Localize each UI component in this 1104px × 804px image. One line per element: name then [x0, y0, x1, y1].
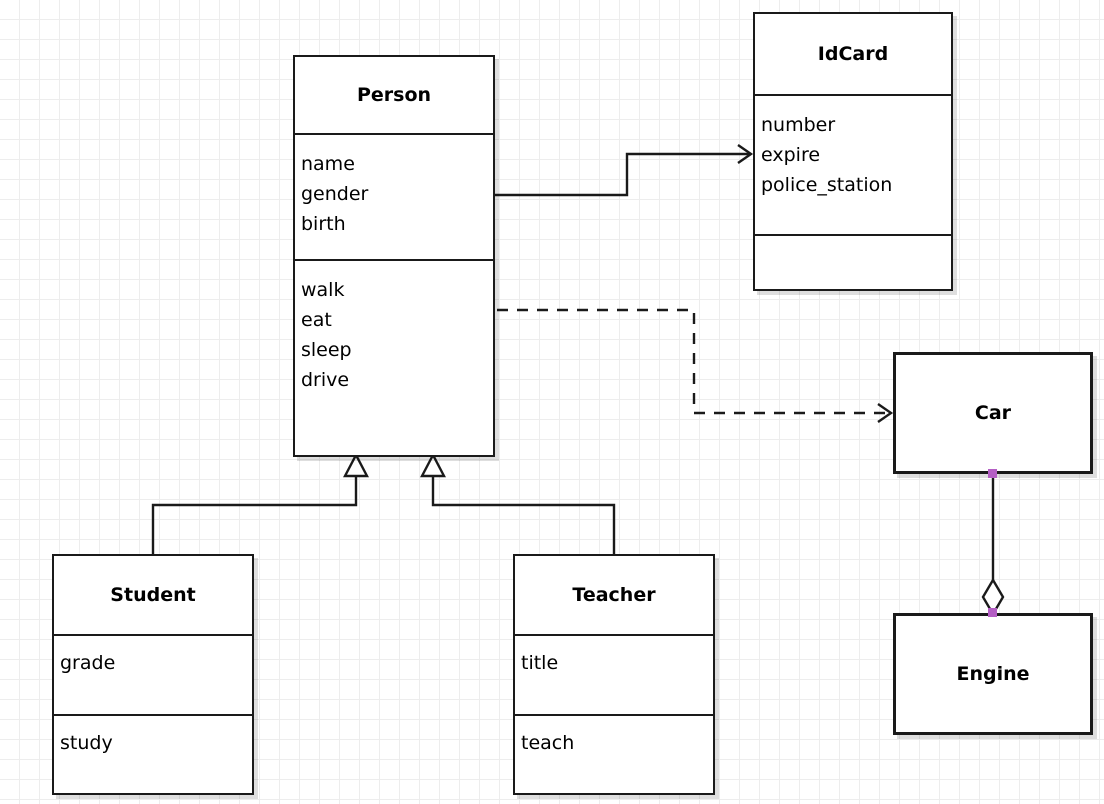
- attribute-item: police_station: [761, 174, 893, 196]
- open-arrowhead-icon: [877, 403, 894, 423]
- attribute-item: title: [521, 652, 559, 674]
- edge-person-car[interactable]: [497, 308, 894, 423]
- operations-compartment-idcard: [755, 234, 951, 277]
- attributes-compartment-teacher: title: [515, 634, 713, 714]
- uml-class-engine[interactable]: Engine: [893, 613, 1093, 735]
- attribute-item: expire: [761, 144, 821, 166]
- attributes-compartment-person: name gender birth: [295, 133, 493, 259]
- operation-item: drive: [301, 369, 350, 391]
- class-title-car: Car: [974, 402, 1012, 424]
- class-title-person: Person: [356, 84, 432, 106]
- edge-teacher-person[interactable]: [420, 452, 616, 554]
- uml-class-idcard[interactable]: IdCard number expire police_station: [753, 12, 953, 291]
- class-title-student: Student: [110, 584, 196, 606]
- uml-class-person[interactable]: Person name gender birth walk eat sleep …: [293, 55, 495, 457]
- class-title-teacher: Teacher: [572, 584, 656, 606]
- attributes-compartment-student: grade: [54, 634, 252, 714]
- operation-item: walk: [301, 279, 345, 301]
- edge-student-person[interactable]: [151, 452, 369, 554]
- attribute-item: name: [301, 153, 355, 175]
- attribute-item: birth: [301, 213, 346, 235]
- operations-compartment-teacher: teach: [515, 714, 713, 795]
- connection-handle-car-bottom[interactable]: [988, 469, 997, 478]
- operation-item: study: [60, 732, 113, 754]
- connection-handle-engine-top[interactable]: [988, 608, 997, 617]
- operation-item: sleep: [301, 339, 352, 361]
- attribute-item: number: [761, 114, 836, 136]
- operation-item: teach: [521, 732, 575, 754]
- class-title-idcard: IdCard: [817, 43, 889, 65]
- attributes-compartment-idcard: number expire police_station: [755, 94, 951, 234]
- class-title-engine: Engine: [956, 663, 1030, 685]
- attribute-item: gender: [301, 183, 369, 205]
- hollow-triangle-arrowhead-icon: [343, 452, 369, 478]
- uml-class-student[interactable]: Student grade study: [52, 554, 254, 795]
- open-arrowhead-icon: [737, 144, 754, 164]
- operations-compartment-person: walk eat sleep drive: [295, 259, 493, 417]
- uml-class-car[interactable]: Car: [893, 352, 1093, 474]
- edge-person-idcard[interactable]: [495, 144, 754, 197]
- attribute-item: grade: [60, 652, 116, 674]
- operation-item: eat: [301, 309, 332, 331]
- uml-class-teacher[interactable]: Teacher title teach: [513, 554, 715, 795]
- edge-car-engine[interactable]: [981, 474, 1005, 617]
- operations-compartment-student: study: [54, 714, 252, 795]
- hollow-triangle-arrowhead-icon: [420, 452, 446, 478]
